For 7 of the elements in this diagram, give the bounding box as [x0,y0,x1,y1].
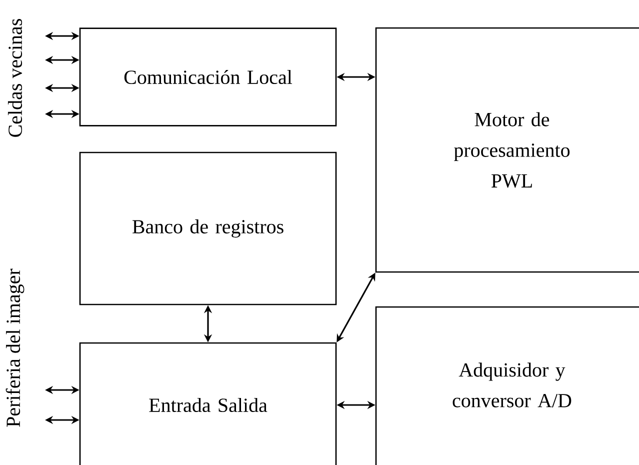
side-label: Periferia del imager [6,268,24,427]
block-box: Adquisidor y conversor A/D [375,306,639,465]
side-label: Celdas vecinas [8,19,22,137]
block-box: Banco de registros [79,152,337,306]
block-box: Motor de procesamiento PWL [375,27,639,273]
block-box: Comunicación Local [79,28,337,126]
block-box: Entrada Salida [79,342,337,465]
